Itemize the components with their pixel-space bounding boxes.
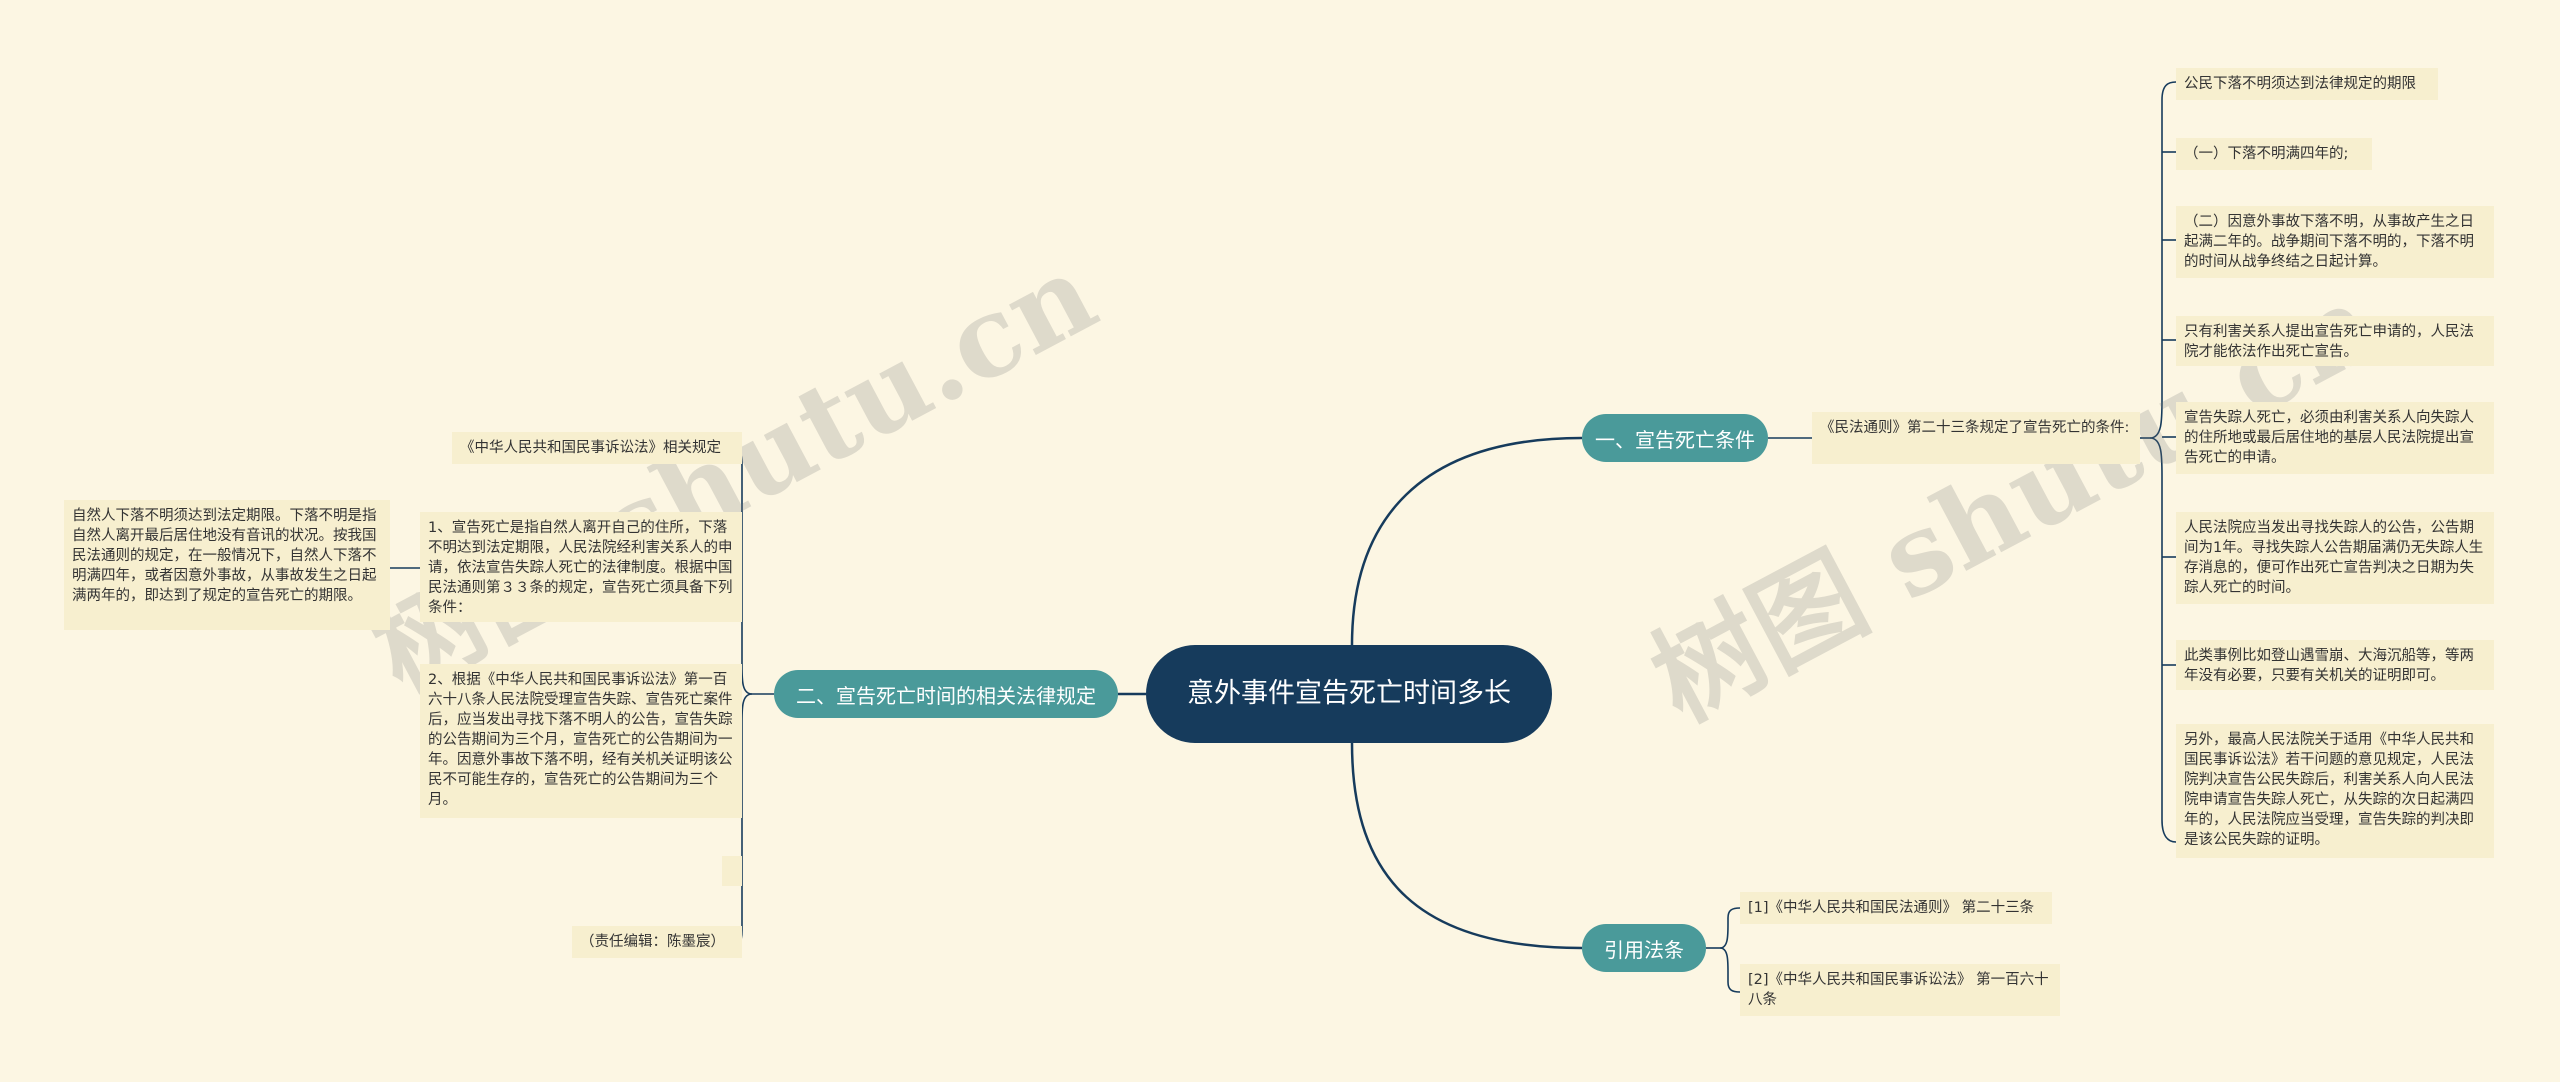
branch-death-conditions[interactable]: 一、宣告死亡条件: [1582, 414, 1768, 462]
branch-cited-articles[interactable]: 引用法条: [1582, 924, 1706, 972]
b3-leaf[interactable]: [1]《中华人民共和国民法通则》 第二十三条: [1740, 892, 2052, 924]
b1-leaf[interactable]: 公民下落不明须达到法律规定的期限: [2176, 68, 2438, 100]
b2-leaf-empty[interactable]: [722, 856, 742, 886]
b2-leaf[interactable]: 《中华人民共和国民事诉讼法》相关规定: [452, 432, 742, 464]
b1-leaf[interactable]: 宣告失踪人死亡，必须由利害关系人向失踪人的住所地或最后居住地的基层人民法院提出宣…: [2176, 402, 2494, 474]
b1-leaf[interactable]: 只有利害关系人提出宣告死亡申请的，人民法院才能依法作出死亡宣告。: [2176, 316, 2494, 366]
b3-leaf[interactable]: [2]《中华人民共和国民事诉讼法》 第一百六十八条: [1740, 964, 2060, 1016]
b2-sub-leaf[interactable]: 自然人下落不明须达到法定期限。下落不明是指自然人离开最后居住地没有音讯的状况。按…: [64, 500, 390, 630]
b2-leaf[interactable]: 2、根据《中华人民共和国民事诉讼法》第一百六十八条人民法院受理宣告失踪、宣告死亡…: [420, 664, 742, 818]
b1-leaf[interactable]: 此类事例比如登山遇雪崩、大海沉船等，等两年没有必要，只要有关机关的证明即可。: [2176, 640, 2494, 690]
b1-leaf[interactable]: 另外，最高人民法院关于适用《中华人民共和国民事诉讼法》若干问题的意见规定，人民法…: [2176, 724, 2494, 858]
b2-leaf[interactable]: （责任编辑：陈墨宸）: [572, 926, 742, 958]
root-title: 意外事件宣告死亡时间多长: [1187, 678, 1511, 709]
b1-mid-node[interactable]: 《民法通则》第二十三条规定了宣告死亡的条件:: [1812, 412, 2140, 464]
root-topic[interactable]: 意外事件宣告死亡时间多长: [1146, 645, 1552, 743]
b1-leaf[interactable]: （二）因意外事故下落不明，从事故产生之日起满二年的。战争期间下落不明的，下落不明…: [2176, 206, 2494, 278]
b1-leaf[interactable]: 人民法院应当发出寻找失踪人的公告，公告期间为1年。寻找失踪人公告期届满仍无失踪人…: [2176, 512, 2494, 604]
branch-legal-provisions[interactable]: 二、宣告死亡时间的相关法律规定: [774, 670, 1118, 718]
b2-leaf[interactable]: 1、宣告死亡是指自然人离开自己的住所，下落不明达到法定期限，人民法院经利害关系人…: [420, 512, 742, 622]
b1-leaf[interactable]: （一）下落不明满四年的;: [2176, 138, 2372, 170]
